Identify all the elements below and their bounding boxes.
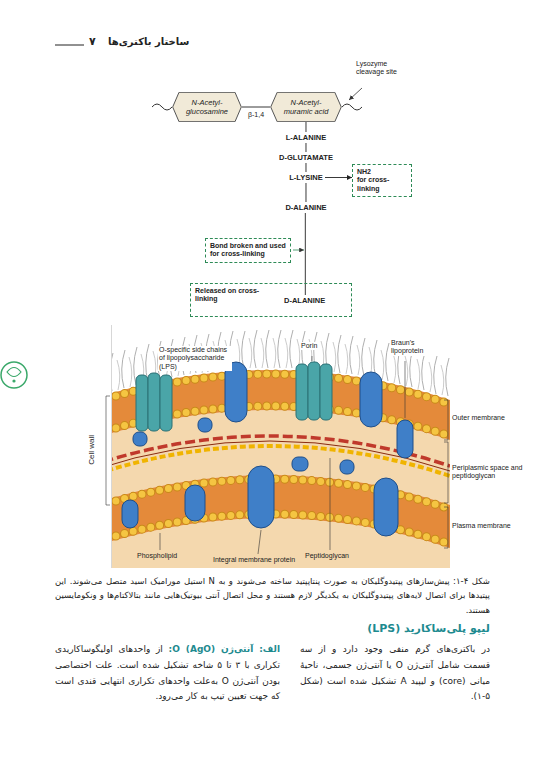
connector <box>325 177 352 178</box>
connector <box>305 163 306 172</box>
connector <box>305 122 306 132</box>
part-label: Lysozyme cleavage site <box>356 60 408 77</box>
leader-arrow <box>293 250 304 251</box>
hexagon-shape <box>271 92 342 121</box>
hexagon-shape <box>173 92 242 121</box>
section-heading: لیپو پلی‌ساکارید (LPS) <box>300 622 490 635</box>
layer-label: Periplasmic space and peptidoglycan <box>452 464 534 481</box>
residue-name: D-GLUTAMATE <box>279 153 333 162</box>
amino-acid: L-LYSINE <box>287 172 324 183</box>
note-text: NH2 <box>357 168 407 176</box>
part-label: O-specific side chains of lipopolysaccha… <box>158 346 232 371</box>
residue-name: D-ALANINE <box>285 203 326 212</box>
note-box: Released on cross-linkingD-ALANINE <box>190 283 352 317</box>
layer-label: Cell wall <box>87 425 97 475</box>
part-label: Porin <box>300 342 318 350</box>
cell-envelope <box>112 320 450 568</box>
header-rule <box>55 45 84 46</box>
connector <box>305 183 306 202</box>
sugar-hexagon: N-Acetyl-muramic acid <box>270 92 342 122</box>
note-text: for cross-linking <box>357 176 407 193</box>
part-label: Integral membrane protein <box>212 556 296 564</box>
connector <box>305 143 306 152</box>
logo <box>1 362 27 388</box>
body-text: در باکتری‌های گرم منفی وجود دارد و از سه… <box>300 642 490 705</box>
running-header: ساختار باکتری‌ها <box>108 36 189 48</box>
note-text: Bond broken and used for cross-linking <box>210 242 286 259</box>
glycan-chain <box>152 104 172 110</box>
amino-acid: D-ALANINE <box>283 202 328 213</box>
sugar-name: N-Acetyl-glucosamine <box>179 98 235 116</box>
sugar-hexagon: N-Acetyl-glucosamine <box>172 92 242 122</box>
note-box: Bond broken and used for cross-linking <box>205 238 291 263</box>
part-label: Braun's lipoprotein <box>390 339 442 356</box>
figure-caption: شکل ۴-۱: پیش‌سازهای پپتیدوگلیکان به صورت… <box>55 574 490 617</box>
residue-name: L-LYSINE <box>289 173 322 182</box>
residue-name: L-ALANINE <box>286 133 326 142</box>
amino-acid: D-ALANINE <box>282 295 327 306</box>
layer-label: Plasma membrane <box>452 522 534 530</box>
part-label: Phospholipid <box>136 552 178 560</box>
leader-arrow <box>349 88 362 100</box>
sugar-name: N-Acetyl-muramic acid <box>277 98 335 116</box>
residue-name: D-ALANINE <box>284 296 325 305</box>
connector <box>242 107 270 108</box>
paragraph: الف: آنتی‌ژن O (AgO): از واحدهای اولیگوس… <box>55 642 280 705</box>
amino-acid: D-GLUTAMATE <box>277 152 335 163</box>
term-label: الف: آنتی‌ژن O (AgO): <box>169 644 280 654</box>
amino-acid: L-ALANINE <box>284 132 328 143</box>
page-number: ۷ <box>89 35 96 48</box>
glycan-chain <box>342 104 362 110</box>
note-text: Released on cross-linking <box>195 287 275 304</box>
layer-label: Outer membrane <box>452 414 534 422</box>
leader-lines <box>106 356 448 554</box>
part-label: Peptidoglycan <box>304 552 350 560</box>
edge-label: β-1,4 <box>247 111 265 119</box>
note-box: NH2for cross-linking <box>352 164 412 197</box>
